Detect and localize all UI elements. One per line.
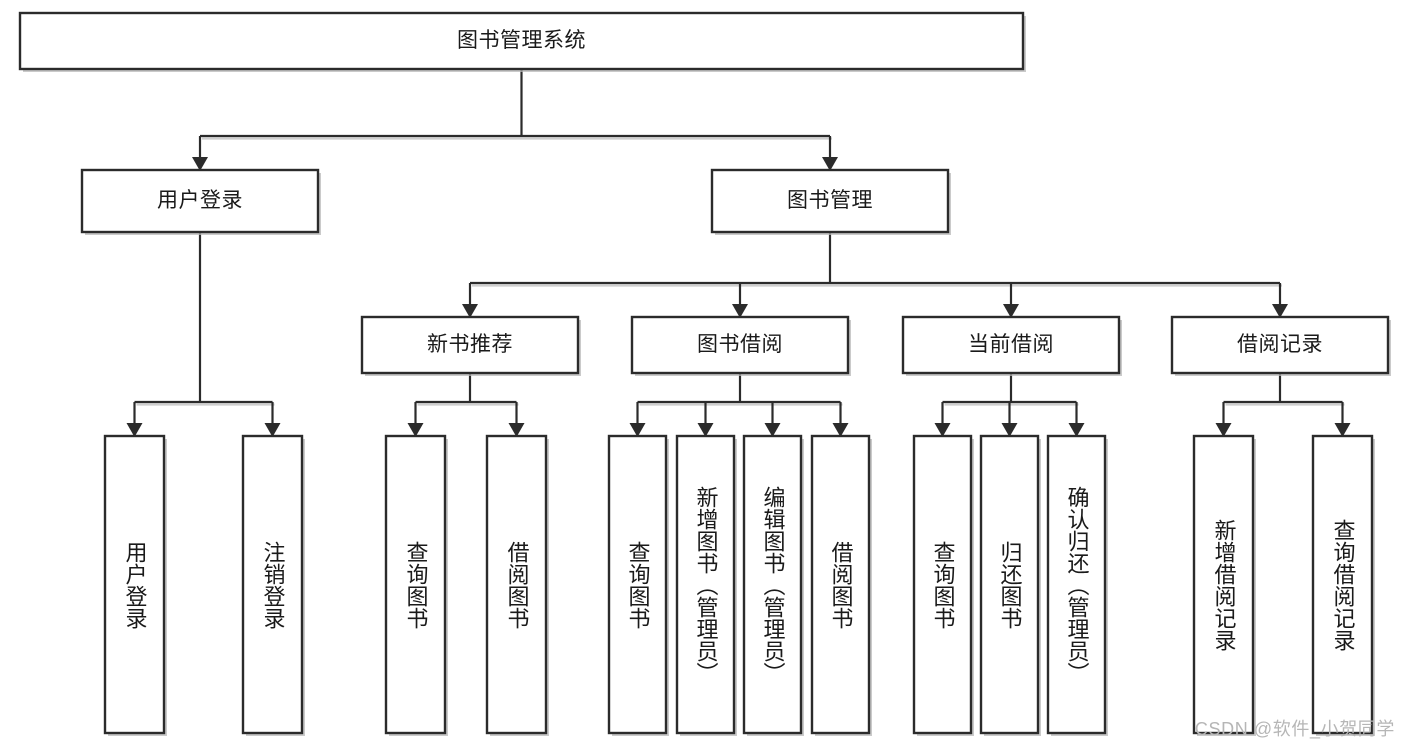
edge-group-current-borrow xyxy=(934,373,1085,437)
node-box-leaf-borrow-query-book[interactable] xyxy=(607,434,668,735)
node-box-leaf-user-login[interactable] xyxy=(103,434,166,735)
node-box-book-management[interactable] xyxy=(710,168,950,234)
node-box-leaf-borrow-borrow-book[interactable] xyxy=(810,434,871,735)
edge-group-borrow-record xyxy=(1215,373,1351,437)
node-box-leaf-recommend-borrow-book[interactable] xyxy=(485,434,548,735)
edge-group-user-login xyxy=(126,232,281,437)
node-box-leaf-current-query-book[interactable] xyxy=(912,434,973,735)
node-box-current-borrow[interactable] xyxy=(901,315,1121,375)
edge-group-book-borrow xyxy=(629,373,849,437)
node-box-leaf-current-return-book[interactable] xyxy=(979,434,1040,735)
edge-layer xyxy=(126,69,1351,437)
node-layer xyxy=(18,11,1391,736)
node-box-leaf-user-logout[interactable] xyxy=(241,434,304,735)
node-box-leaf-borrow-add-book[interactable] xyxy=(675,434,736,735)
node-box-new-book-recommend[interactable] xyxy=(360,315,580,375)
node-box-user-login[interactable] xyxy=(80,168,320,234)
node-box-borrow-record[interactable] xyxy=(1170,315,1390,375)
node-box-book-borrow[interactable] xyxy=(630,315,850,375)
edge-group-new-book-recommend xyxy=(407,373,525,437)
node-box-leaf-borrow-edit-book[interactable] xyxy=(742,434,803,735)
edge-group-root xyxy=(192,69,838,171)
node-box-leaf-recommend-query-book[interactable] xyxy=(384,434,447,735)
node-box-leaf-current-confirm-return[interactable] xyxy=(1046,434,1107,735)
node-box-root[interactable] xyxy=(18,11,1025,71)
node-box-leaf-record-add[interactable] xyxy=(1192,434,1255,735)
edge-group-book-management xyxy=(462,232,1288,318)
node-box-leaf-record-query[interactable] xyxy=(1311,434,1374,735)
